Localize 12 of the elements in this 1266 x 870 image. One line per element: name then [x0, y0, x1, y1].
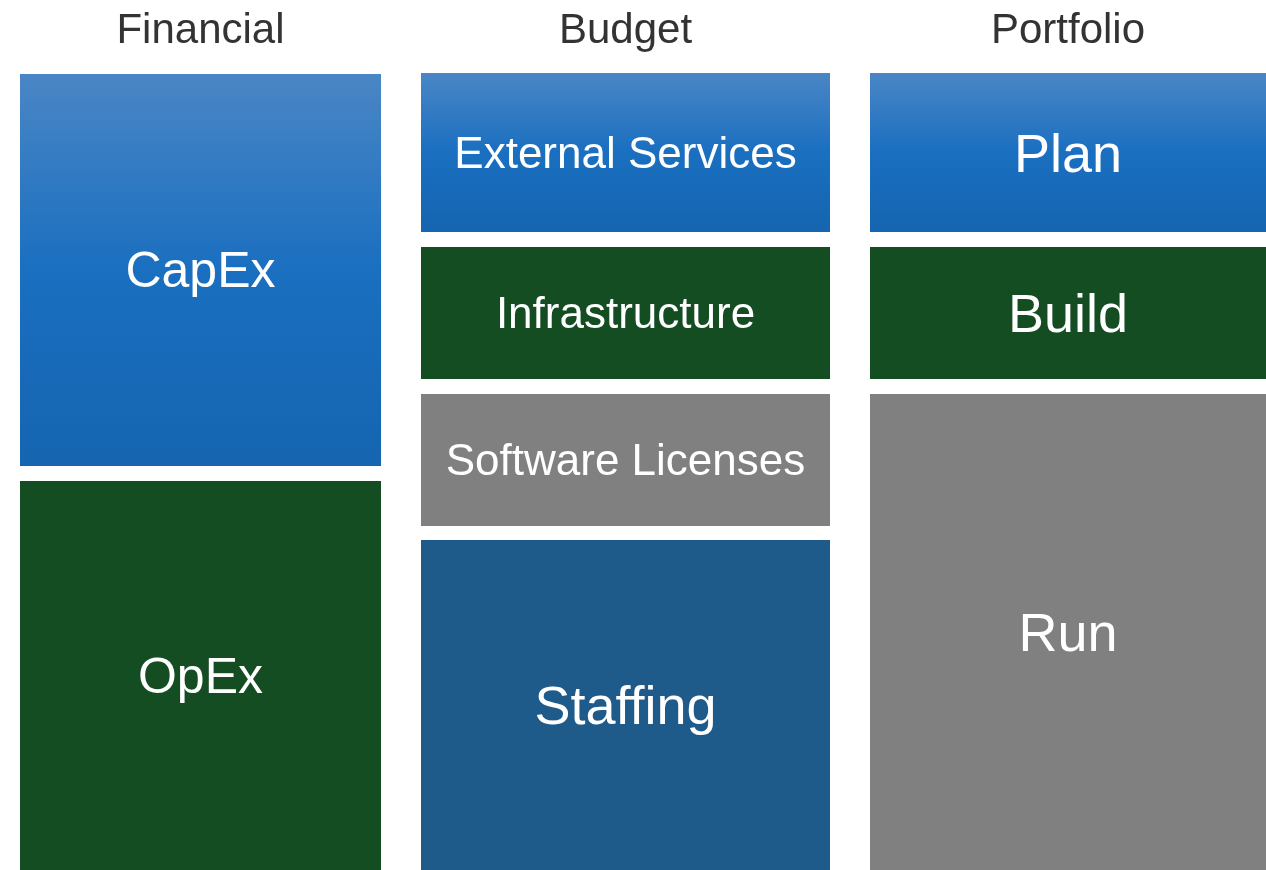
category-panel: Run — [870, 394, 1266, 870]
column-heading: Budget — [557, 5, 694, 53]
category-panel: External Services — [421, 73, 830, 232]
column-heading: Portfolio — [989, 5, 1147, 53]
category-panel: Build — [870, 247, 1266, 379]
category-panel: Staffing — [421, 540, 830, 870]
category-panel: OpEx — [20, 481, 381, 870]
category-panel: Infrastructure — [421, 247, 830, 379]
category-panel: Plan — [870, 73, 1266, 232]
category-panel: CapEx — [20, 74, 381, 466]
column-heading: Financial — [115, 5, 286, 53]
category-panel: Software Licenses — [421, 394, 830, 526]
